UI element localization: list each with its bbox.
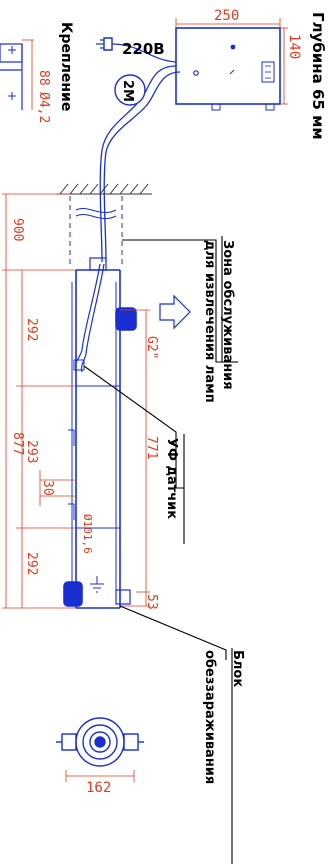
cable-length-badge (114, 74, 146, 106)
cable-length-label: 2М (120, 80, 135, 102)
bottom-53-dim: 53 (144, 594, 159, 610)
diameter-dim: Ø101,6 (81, 514, 94, 554)
box-depth-dim: 140 (286, 34, 302, 59)
uv-sensor-label: УФ датчик (164, 438, 179, 519)
mount-detail (0, 39, 34, 110)
service-zone (69, 196, 123, 268)
end-162-dim: 162 (86, 780, 111, 796)
flow-arrow-icon (159, 294, 191, 330)
unit-label: Блок (230, 650, 245, 687)
box-width-dim: 250 (214, 8, 239, 24)
mount-label: Крепление (58, 22, 74, 111)
small-30-dim: 30 (40, 480, 55, 496)
pitch-292a-dim: 292 (24, 318, 39, 341)
pitch-292b-dim: 292 (24, 552, 39, 575)
depth-note: Глубина 65 мм (309, 12, 327, 140)
thread-dim: G2" (144, 336, 159, 359)
inner-771-dim: 771 (144, 436, 159, 459)
pitch-293-dim: 293 (24, 440, 39, 463)
uv-reactor-body (63, 257, 137, 609)
mount-hole-dim: Ø4,2 (36, 92, 51, 123)
ceiling-hatch (56, 183, 152, 195)
service-zone-label: Зона обслуживания (220, 240, 235, 390)
control-box (175, 27, 281, 111)
power-plug-icon (96, 37, 177, 63)
end-view (56, 717, 144, 767)
total-877-dim: 877 (10, 432, 25, 455)
service-900-dim: 900 (10, 218, 25, 241)
right-dimensions (120, 309, 150, 607)
mount-88-dim: 88 (36, 70, 51, 86)
unit-label-2: обеззараживания (202, 650, 217, 784)
left-dimensions (2, 193, 76, 609)
service-zone-label-2: для извлечения ламп (202, 240, 217, 403)
voltage-label: 220В (122, 40, 165, 58)
